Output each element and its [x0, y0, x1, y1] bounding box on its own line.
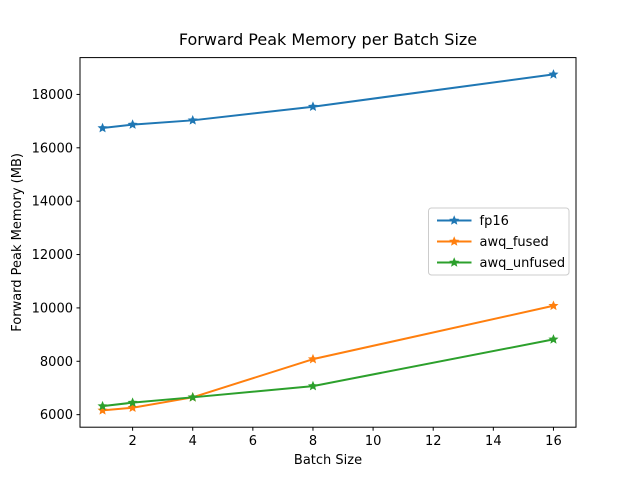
series-marker-fp16 — [548, 69, 559, 79]
series-line-fp16 — [101, 73, 555, 130]
x-tick-label: 4 — [189, 434, 197, 449]
x-tick-label: 8 — [309, 434, 317, 449]
x-axis-label: Batch Size — [294, 453, 362, 468]
x-tick-label: 6 — [249, 434, 257, 449]
series-marker-awq_unfused — [97, 400, 108, 411]
y-tick-label: 12000 — [32, 248, 73, 263]
series-marker-awq_unfused — [548, 334, 559, 344]
y-tick-label: 10000 — [32, 301, 73, 316]
x-tick-label: 12 — [425, 434, 442, 449]
series-marker-awq_fused — [127, 402, 138, 413]
x-tick-label: 10 — [365, 434, 382, 449]
y-tick-label: 14000 — [32, 195, 73, 210]
legend: fp16 awq_fused awq_unfused — [428, 207, 570, 276]
y-tick-label: 18000 — [32, 88, 73, 103]
y-tick-label: 6000 — [40, 408, 73, 423]
series-marker-awq_fused — [548, 300, 559, 311]
y-tick-label: 16000 — [32, 141, 73, 156]
legend-entry-awq_unfused: awq_unfused — [437, 256, 565, 271]
legend-box — [428, 207, 570, 276]
legend-label-awq_unfused: awq_unfused — [480, 256, 566, 271]
series-line-awq_fused — [101, 304, 555, 412]
legend-entry-awq_fused: awq_fused — [437, 235, 549, 250]
series-marker-fp16 — [187, 115, 198, 125]
series-marker-awq_fused — [97, 405, 108, 415]
y-tick-label: 8000 — [40, 355, 73, 370]
x-tick-label: 16 — [545, 434, 562, 449]
legend-label-fp16: fp16 — [480, 214, 509, 229]
legend-marker-awq_unfused — [449, 257, 460, 267]
plot-area: 2 4 6 8 10 12 14 16 6000 8000 10000 12000 14000 16000… — [32, 57, 577, 449]
series-marker-fp16 — [127, 119, 138, 129]
legend-entry-fp16: fp16 — [437, 214, 509, 229]
x-tick-label: 2 — [128, 434, 136, 449]
series-marker-fp16 — [307, 101, 319, 111]
series-line-awq_unfused — [101, 338, 555, 408]
series-marker-awq_unfused — [127, 397, 138, 407]
series-marker-awq_unfused — [307, 380, 319, 391]
x-tick-label: 14 — [485, 434, 502, 449]
legend-label-awq_fused: awq_fused — [480, 235, 549, 250]
legend-marker-awq_fused — [449, 236, 460, 246]
series-marker-awq_unfused — [187, 392, 198, 402]
legend-marker-fp16 — [449, 215, 460, 225]
series-marker-fp16 — [97, 122, 108, 133]
series-marker-awq_fused — [307, 353, 319, 364]
chart-title: Forward Peak Memory per Batch Size — [179, 30, 477, 49]
y-axis-label: Forward Peak Memory (MB) — [10, 153, 25, 332]
plot-border — [79, 57, 577, 428]
